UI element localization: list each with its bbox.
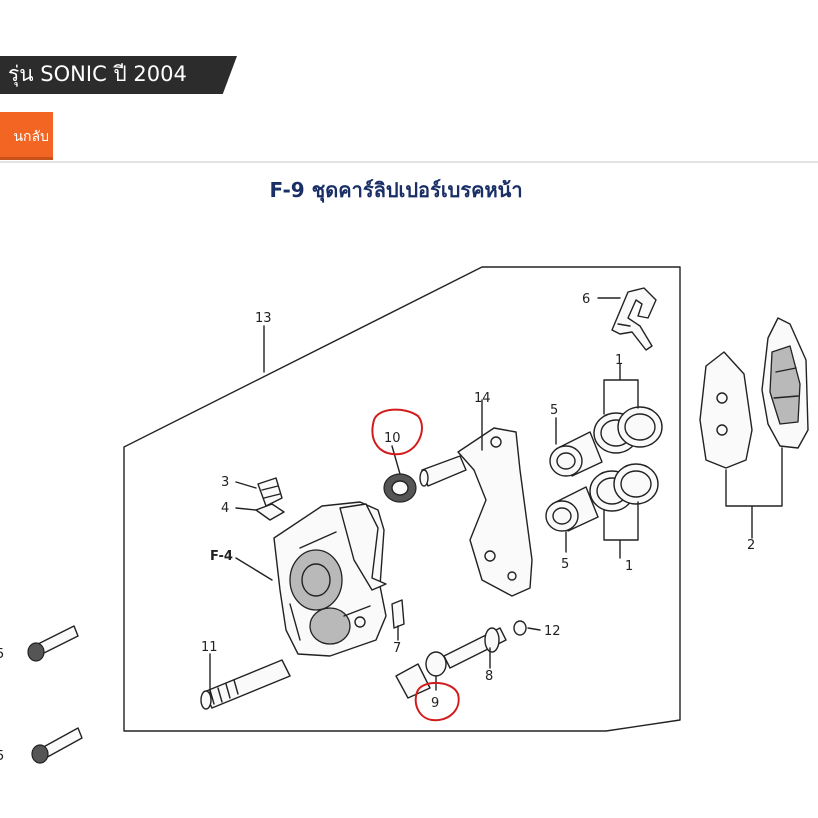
label-part-1-top: 1 [615, 353, 623, 368]
label-part-12: 12 [544, 624, 561, 639]
label-part-10: 10 [384, 431, 401, 446]
divider [0, 161, 818, 163]
label-part-13: 13 [255, 311, 272, 326]
part-14-bracket [419, 427, 533, 597]
label-ref-f4: F-4 [210, 549, 233, 564]
part-7-bleeder [391, 599, 405, 629]
part-6-clip [611, 287, 657, 351]
label-part-11: 11 [201, 640, 218, 655]
label-part-7: 7 [393, 641, 401, 656]
part-1-seals-top [593, 406, 663, 454]
highlight-circle-10 [371, 408, 423, 456]
part-10-boot [383, 473, 417, 503]
label-part-9: 9 [431, 696, 439, 711]
part-9-pin-bolt [395, 620, 527, 699]
assembly-boundary [123, 266, 681, 732]
part-2-brake-pads [699, 317, 809, 469]
label-part-5-left-top: 5 [0, 647, 4, 662]
back-button-label: นกลับ [13, 129, 49, 145]
label-part-6: 6 [582, 292, 590, 307]
label-part-5-left-bottom: 5 [0, 749, 4, 764]
label-part-14: 14 [474, 391, 491, 406]
label-part-1-bottom: 1 [625, 559, 633, 574]
label-part-3: 3 [221, 475, 229, 490]
model-title: รุ่น SONIC ปี 2004 [8, 62, 187, 86]
label-part-5-bottom: 5 [561, 557, 569, 572]
model-banner: รุ่น SONIC ปี 2004 [0, 56, 237, 94]
part-15-bolts [27, 625, 83, 764]
part-5-piston-top [549, 431, 603, 477]
parts-diagram: 13 14 6 1 1 5 5 2 10 3 4 F-4 11 7 8 12 9… [0, 266, 809, 764]
back-button[interactable]: นกลับ [0, 112, 53, 160]
label-part-5-top: 5 [550, 403, 558, 418]
leader-lines [209, 297, 783, 695]
part-3-4-fasteners [255, 477, 285, 521]
label-part-8: 8 [485, 669, 493, 684]
part-1-seals-bottom [589, 463, 659, 512]
label-part-2: 2 [747, 538, 755, 553]
part-5-piston-bottom [545, 486, 599, 532]
caliper-body [273, 501, 387, 657]
part-11-slide-pin [200, 659, 291, 710]
label-part-4: 4 [221, 501, 229, 516]
diagram-title: F-9 ชุดคาร์ลิปเปอร์เบรคหน้า [269, 178, 523, 202]
highlight-circle-9 [414, 682, 460, 722]
